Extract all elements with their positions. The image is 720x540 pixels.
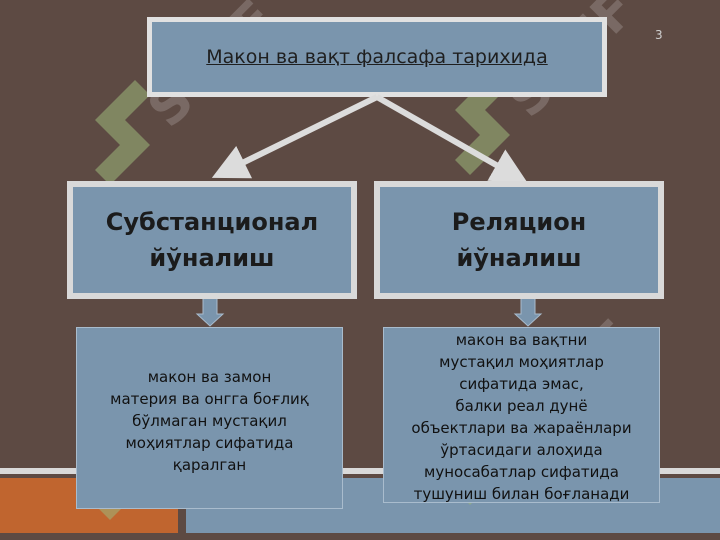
body-text-right: макон ва вақтни мустақил моҳиятлар сифат… [411,331,632,503]
heading-relational: Реляцион йўналиш [451,208,587,272]
heading-substantional: Субстанционал йўналиш [105,208,319,272]
heading-box-left: Субстанционал йўналиш [67,181,357,299]
footer-divider [0,468,720,474]
page-number: 3 [655,28,663,42]
body-box-right: макон ва вақтни мустақил моҳиятлар сифат… [383,327,660,503]
down-arrow-left [195,297,225,327]
heading-box-right: Реляцион йўналиш [374,181,664,299]
title-box: Макон ва вақт фалсафа тарихида [147,17,607,97]
page-title: Макон ва вақт фалсафа тарихида [206,46,548,68]
arrow-to-left [211,94,379,179]
body-text-left: макон ва замон материя ва онгга боғлиқ б… [110,368,309,474]
arrow-to-right [375,94,528,183]
body-box-left: макон ва замон материя ва онгга боғлиқ б… [76,327,343,509]
down-arrow-right [513,297,543,327]
